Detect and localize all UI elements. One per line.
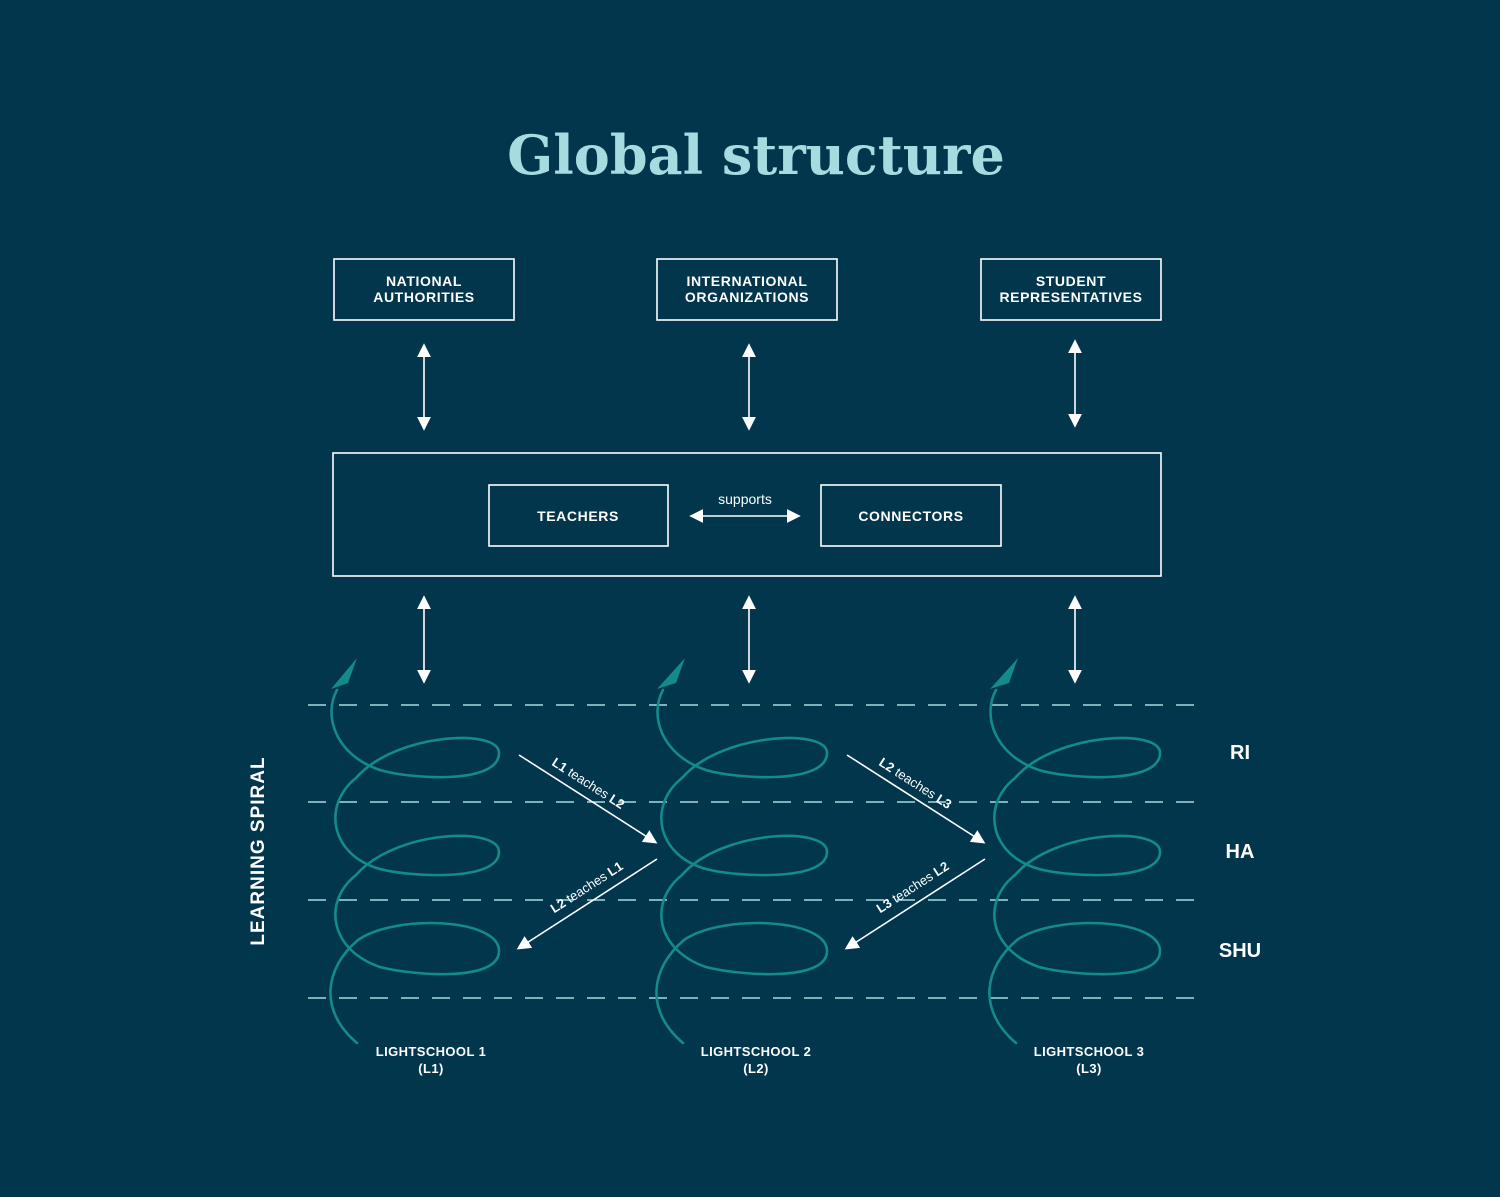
connectors-box: CONNECTORS — [820, 484, 1002, 547]
level-label-ri: RI — [1230, 742, 1250, 764]
school-name: LIGHTSCHOOL 2 — [701, 1044, 811, 1059]
learning-spiral-label: LEARNING SPIRAL — [248, 756, 269, 945]
teachers-label: TEACHERS — [537, 508, 619, 524]
connectors-label: CONNECTORS — [858, 508, 963, 524]
arrow-l2-teaches-l1 — [516, 858, 658, 950]
school-code: (L3) — [1076, 1061, 1101, 1076]
level-label-ha: HA — [1226, 841, 1255, 863]
learning-spiral-school1 — [329, 658, 501, 1045]
box-label-line1: NATIONAL — [386, 273, 462, 289]
learning-spiral-school3 — [988, 658, 1162, 1045]
teachers-box: TEACHERS — [488, 484, 669, 547]
page-title: Global structure — [507, 123, 1005, 187]
spiral-arrowhead — [990, 658, 1018, 689]
arrow-l1-teaches-l2 — [518, 754, 658, 844]
level-label-shu: SHU — [1219, 940, 1261, 962]
hub-box — [332, 452, 1162, 577]
school-name: LIGHTSCHOOL 3 — [1034, 1044, 1144, 1059]
box-label-line2: REPRESENTATIVES — [999, 289, 1142, 305]
student-representatives-box: STUDENT REPRESENTATIVES — [980, 258, 1162, 321]
box-label-line1: INTERNATIONAL — [686, 273, 807, 289]
international-organizations-box: INTERNATIONAL ORGANIZATIONS — [656, 258, 838, 321]
supports-label: supports — [718, 491, 772, 507]
school-code: (L1) — [418, 1061, 443, 1076]
arrow-l2-teaches-l3 — [846, 754, 986, 844]
label-l2-teaches-l3: L2 teaches L3 — [876, 754, 954, 811]
spiral-arrowhead — [657, 658, 685, 689]
spiral-arrowhead — [331, 658, 357, 689]
school-code: (L2) — [743, 1061, 768, 1076]
box-label-line2: AUTHORITIES — [373, 289, 475, 305]
label-l1-teaches-l2: L1 teaches L2 — [549, 754, 627, 811]
box-label-line2: ORGANIZATIONS — [685, 289, 809, 305]
learning-spiral-school2 — [655, 658, 829, 1045]
arrow-l3-teaches-l2 — [844, 858, 986, 950]
national-authorities-box: NATIONAL AUTHORITIES — [333, 258, 515, 321]
box-label-line1: STUDENT — [1036, 273, 1106, 289]
school-name: LIGHTSCHOOL 1 — [376, 1044, 486, 1059]
